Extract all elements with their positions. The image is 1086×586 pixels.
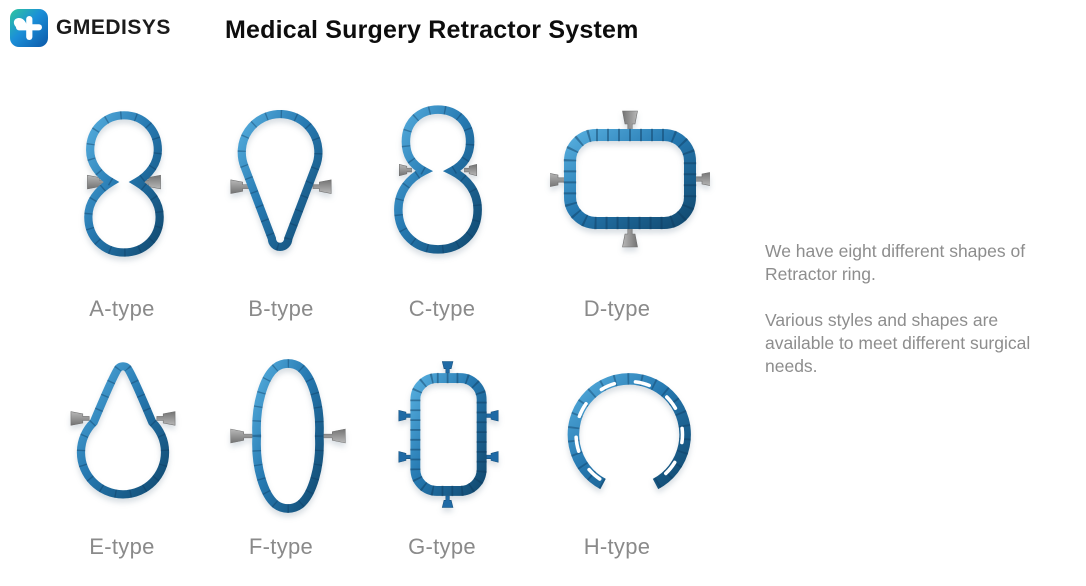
retractor-a-type-figure [76, 108, 172, 258]
gmedisys-logo-icon [10, 9, 48, 47]
retractor-b-type-figure [229, 110, 333, 256]
figure-label-c: C-type [408, 296, 476, 321]
retractor-e-type-icon [70, 362, 176, 499]
retractor-c-type-figure [384, 103, 492, 256]
info-panel: We have eight different shapes of Retrac… [765, 240, 1067, 401]
page-title: Medical Surgery Retractor System [225, 16, 639, 44]
retractor-d-type-figure [550, 105, 710, 253]
info-paragraph-1: We have eight different shapes of Retrac… [765, 241, 1026, 284]
brand: GMEDISYS [10, 9, 171, 47]
retractor-b-type-icon [230, 110, 332, 251]
info-paragraph-2: Various styles and shapes are available … [765, 310, 1031, 376]
retractor-g-type-icon [398, 361, 499, 508]
retractor-f-type-figure [222, 357, 354, 515]
figure-label-f: F-type [248, 534, 314, 559]
figure-label-h: H-type [583, 534, 651, 559]
figure-label-d: D-type [583, 296, 651, 321]
retractor-a-type-icon [84, 111, 164, 257]
brand-name: GMEDISYS [56, 16, 171, 39]
retractor-g-type-figure [385, 353, 512, 516]
retractor-f-type-icon [230, 359, 346, 513]
figure-label-g: G-type [408, 534, 476, 559]
retractor-e-type-figure [62, 360, 184, 508]
retractor-d-type-icon [550, 110, 710, 248]
retractor-h-type-icon [567, 373, 691, 490]
retractor-c-type-icon [394, 105, 482, 254]
figure-label-a: A-type [89, 296, 155, 321]
retractor-h-type-figure [550, 362, 705, 495]
figure-label-b: B-type [248, 296, 314, 321]
figure-label-e: E-type [89, 534, 155, 559]
